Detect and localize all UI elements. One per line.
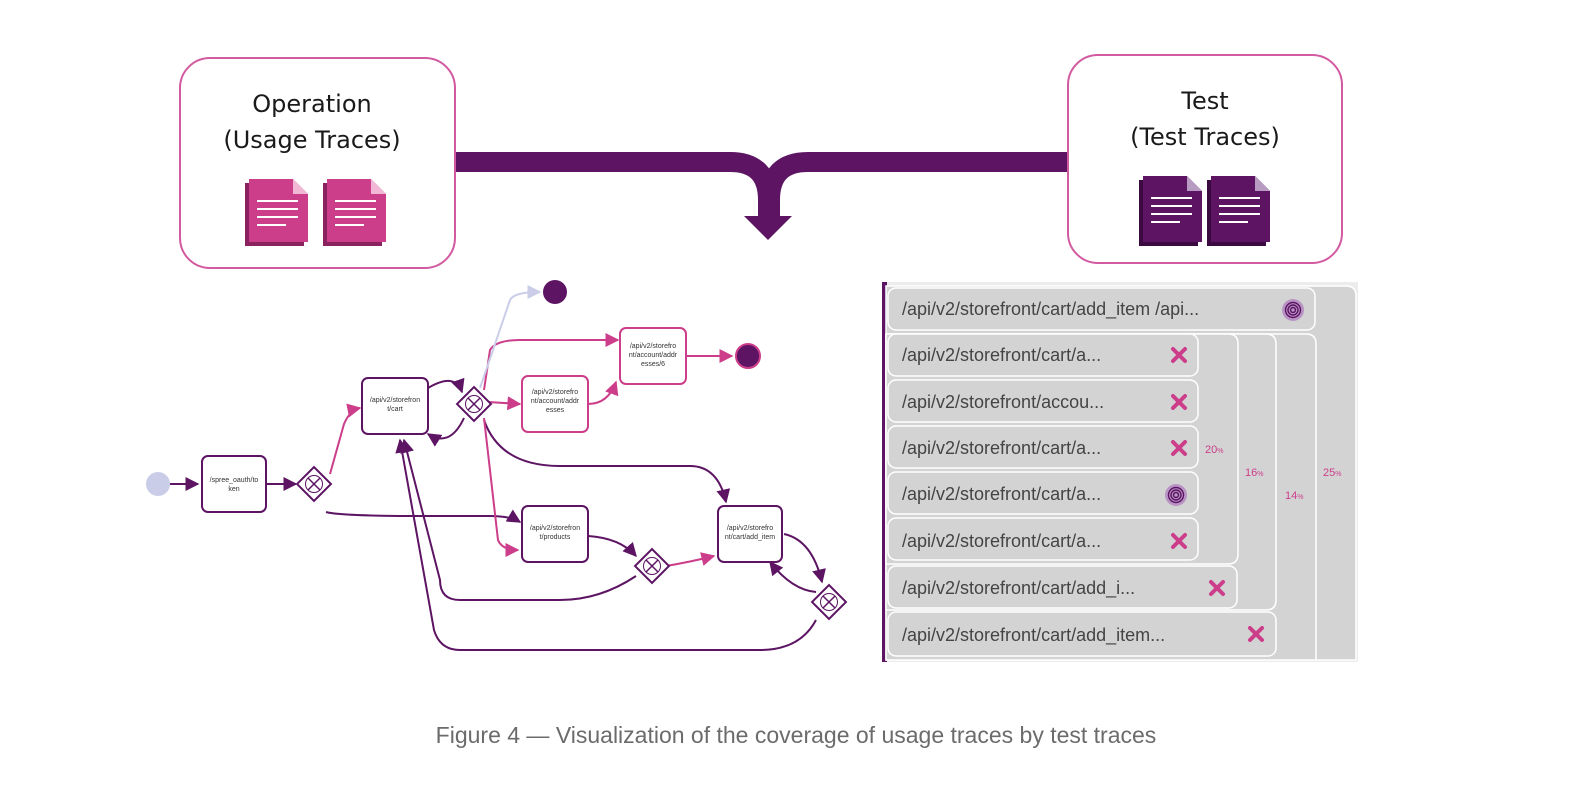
edge (325, 509, 522, 523)
trace-label: /api/v2/storefront/cart/a... (902, 438, 1101, 458)
operation-subtitle: (Usage Traces) (223, 126, 400, 154)
trace-row: /api/v2/storefront/accou... (887, 379, 1199, 423)
gateway (455, 385, 493, 423)
edge (783, 533, 826, 584)
process-graph: /spree_oauth/to ken /api/v2/storefron t/… (146, 280, 848, 651)
test-title: Test (1180, 87, 1228, 115)
edge (479, 285, 542, 389)
activity-node-products: /api/v2/storefron t/products (521, 505, 589, 563)
edge (487, 396, 522, 411)
x-icon (1171, 533, 1187, 549)
test-box: Test (Test Traces) (1067, 54, 1343, 264)
trace-row: /api/v2/storefront/cart/add_item /api... (887, 287, 1316, 331)
trace-label: /api/v2/storefront/cart/a... (902, 345, 1101, 365)
svg-text:/api/v2/storefro: /api/v2/storefro (532, 389, 578, 396)
edge (395, 438, 817, 651)
activity-node-cart: /api/v2/storefron t/cart (361, 377, 429, 435)
activity-node-token: /spree_oauth/to ken (201, 455, 267, 513)
edge (427, 377, 465, 394)
fingerprint-icon (1282, 299, 1304, 321)
activity-node-add-item: /api/v2/storefro nt/cart/add_item (717, 505, 783, 563)
test-subtitle: (Test Traces) (1130, 123, 1280, 151)
trace-label: /api/v2/storefront/cart/a... (902, 484, 1101, 504)
start-event (146, 472, 170, 496)
trace-row: /api/v2/storefront/cart/a... (887, 517, 1199, 561)
edge (587, 380, 619, 405)
trace-label: /api/v2/storefront/cart/a... (902, 531, 1101, 551)
document-icon (1139, 176, 1202, 246)
svg-text:esses/6: esses/6 (641, 361, 665, 368)
edge (483, 419, 731, 504)
trace-row: /api/v2/storefront/cart/a... (887, 333, 1199, 377)
trace-row: /api/v2/storefront/cart/a... (887, 471, 1199, 515)
document-icon (245, 179, 308, 246)
group-percentage: 16% (1245, 467, 1263, 479)
end-event (735, 343, 761, 369)
operation-title: Operation (252, 90, 371, 118)
svg-text:/api/v2/storefro: /api/v2/storefro (630, 343, 676, 350)
edge (329, 403, 362, 475)
x-icon (1171, 440, 1187, 456)
document-icon (1207, 176, 1270, 246)
figure-caption: Figure 4 — Visualization of the coverage… (435, 722, 1157, 748)
svg-text:/api/v2/storefro: /api/v2/storefro (727, 525, 773, 532)
group-percentage: 20% (1205, 444, 1223, 456)
svg-text:nt/account/addr: nt/account/addr (629, 352, 678, 359)
operation-box: Operation (Usage Traces) (179, 57, 456, 269)
svg-text:nt/account/addr: nt/account/addr (531, 398, 580, 405)
activity-node-addresses: /api/v2/storefro nt/account/addr esses (521, 375, 589, 433)
edge (483, 417, 520, 557)
end-event (543, 280, 567, 304)
svg-text:esses: esses (546, 407, 565, 414)
x-icon (1248, 626, 1264, 642)
document-icon (323, 179, 386, 246)
svg-text:/api/v2/storefron: /api/v2/storefron (370, 397, 420, 404)
trace-coverage-panel: /api/v2/storefront/cart/add_item /api...… (882, 282, 1358, 662)
trace-row: /api/v2/storefront/cart/add_i... (887, 565, 1238, 609)
x-icon (1171, 394, 1187, 410)
svg-text:/spree_oauth/to: /spree_oauth/to (210, 477, 259, 484)
group-percentage: 14% (1285, 490, 1303, 502)
edge (400, 438, 637, 601)
trace-label: /api/v2/storefront/cart/add_i... (902, 578, 1135, 599)
trace-row: /api/v2/storefront/cart/add_item... (887, 611, 1277, 657)
svg-text:ken: ken (228, 486, 239, 493)
gateway (810, 583, 848, 621)
svg-text:t/cart: t/cart (387, 406, 403, 413)
svg-text:/api/v2/storefron: /api/v2/storefron (530, 525, 580, 532)
edge (769, 560, 817, 593)
gateway (295, 465, 333, 503)
fingerprint-icon (1165, 484, 1187, 506)
x-icon (1171, 347, 1187, 363)
edge (587, 535, 637, 558)
x-icon (1209, 580, 1225, 596)
gateway (633, 547, 671, 585)
edge (483, 333, 620, 391)
panel-accent-bar (882, 282, 887, 662)
group-percentage: 25% (1323, 467, 1341, 479)
svg-text:t/products: t/products (540, 534, 571, 541)
edge (665, 552, 716, 567)
trace-label: /api/v2/storefront/accou... (902, 392, 1104, 412)
trace-label: /api/v2/storefront/cart/add_item... (902, 625, 1165, 646)
merge-arrow (455, 152, 1068, 240)
svg-text:nt/cart/add_item: nt/cart/add_item (725, 534, 775, 541)
trace-row: /api/v2/storefront/cart/a... (887, 425, 1199, 469)
trace-label: /api/v2/storefront/cart/add_item /api... (902, 299, 1199, 320)
activity-node-address6: /api/v2/storefro nt/account/addr esses/6 (619, 327, 687, 385)
edge (426, 417, 465, 447)
